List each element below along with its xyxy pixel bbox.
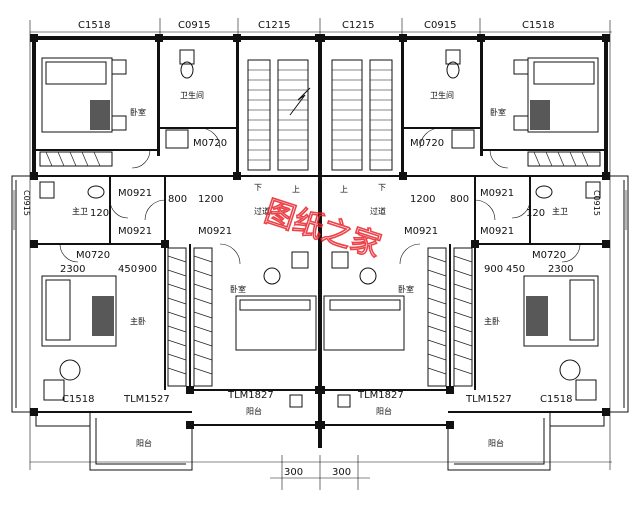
label-d1200-l: 1200 bbox=[198, 194, 223, 205]
label-balcony-cr: 阳台 bbox=[376, 406, 392, 416]
label-d2300-l: 2300 bbox=[60, 264, 85, 275]
label-d900-l: 900 bbox=[138, 264, 157, 275]
bed-master-left bbox=[41, 275, 117, 401]
label-d450-r: 450 bbox=[506, 264, 525, 275]
label-m0921-l3: M0921 bbox=[198, 226, 232, 237]
bed-top-right bbox=[513, 57, 599, 133]
bed-top-left bbox=[41, 57, 127, 133]
label-tlm1827-r: TLM1827 bbox=[357, 390, 404, 401]
label-d120-l: 120 bbox=[90, 208, 109, 219]
label-m0720-l2: M0720 bbox=[76, 250, 110, 261]
label-c1215-l: C1215 bbox=[258, 20, 290, 31]
label-c1518-tl: C1518 bbox=[78, 20, 110, 31]
label-tlm1527-r: TLM1527 bbox=[465, 394, 512, 405]
label-master-bath-r: 主卫 bbox=[552, 206, 568, 216]
label-m0720-tl: M0720 bbox=[193, 138, 227, 149]
label-corridor-l: 过道 bbox=[254, 206, 270, 216]
bed-master-right bbox=[523, 275, 599, 401]
label-c0915-tr: C0915 bbox=[424, 20, 456, 31]
label-bedroom-cl: 卧室 bbox=[230, 284, 246, 294]
label-bedroom-cr: 卧室 bbox=[398, 284, 414, 294]
label-down-r: 下 bbox=[378, 183, 386, 192]
label-m0720-r2: M0720 bbox=[532, 250, 566, 261]
label-master-bath-l: 主卫 bbox=[72, 206, 88, 216]
label-up-l: 上 bbox=[292, 185, 300, 194]
label-tlm1527-l: TLM1527 bbox=[123, 394, 170, 405]
label-balcony-br: 阳台 bbox=[488, 438, 504, 448]
label-bath-tr: 卫生间 bbox=[430, 90, 454, 100]
label-down-l: 下 bbox=[254, 183, 262, 192]
label-m0921-r1: M0921 bbox=[480, 188, 514, 199]
wardrobe-top bbox=[39, 151, 601, 167]
label-m0720-tr: M0720 bbox=[410, 138, 444, 149]
label-d300-r: 300 bbox=[332, 467, 351, 478]
label-m0921-l2: M0921 bbox=[118, 226, 152, 237]
label-d800-l: 800 bbox=[168, 194, 187, 205]
label-c1518-br: C1518 bbox=[540, 394, 572, 405]
staircase-right bbox=[331, 59, 393, 171]
label-d1200-r: 1200 bbox=[410, 194, 435, 205]
label-master-bed-r: 主卧 bbox=[484, 316, 500, 326]
wardrobe-right bbox=[427, 247, 473, 387]
label-tlm1827-l: TLM1827 bbox=[227, 390, 274, 401]
wardrobe-left bbox=[167, 247, 213, 387]
label-d2300-r: 2300 bbox=[548, 264, 573, 275]
walls bbox=[11, 34, 629, 471]
label-m0921-l1: M0921 bbox=[118, 188, 152, 199]
label-corridor-r: 过道 bbox=[370, 206, 386, 216]
label-bedroom-tr: 卧室 bbox=[490, 107, 506, 117]
label-bedroom-tl: 卧室 bbox=[130, 107, 146, 117]
label-d900-r: 900 bbox=[484, 264, 503, 275]
label-c1518-bl: C1518 bbox=[62, 394, 94, 405]
label-up-r: 上 bbox=[340, 185, 348, 194]
label-c0915-left-side: C0915 bbox=[22, 190, 31, 216]
label-master-bed-l: 主卧 bbox=[130, 316, 146, 326]
label-c1518-tr: C1518 bbox=[522, 20, 554, 31]
label-c0915-right-side: C0915 bbox=[592, 190, 601, 216]
watermark-text: 图纸之家 bbox=[260, 194, 385, 264]
label-d120-r: 120 bbox=[526, 208, 545, 219]
label-m0921-r2: M0921 bbox=[480, 226, 514, 237]
label-c1215-r: C1215 bbox=[342, 20, 374, 31]
label-c0915-tl: C0915 bbox=[178, 20, 210, 31]
bed-centre bbox=[235, 251, 405, 408]
label-m0921-r3: M0921 bbox=[404, 226, 438, 237]
label-balcony-bl: 阳台 bbox=[136, 438, 152, 448]
label-bath-tl: 卫生间 bbox=[180, 90, 204, 100]
windows bbox=[13, 37, 627, 230]
label-d300-l: 300 bbox=[284, 467, 303, 478]
label-d450-l: 450 bbox=[118, 264, 137, 275]
label-balcony-cl: 阳台 bbox=[246, 406, 262, 416]
doors bbox=[59, 127, 581, 265]
label-d800-r: 800 bbox=[450, 194, 469, 205]
toilet-fixtures bbox=[39, 49, 601, 199]
labels: C1518 C0915 C1215 C1215 C0915 C1518 卧室 卫… bbox=[22, 20, 601, 478]
staircase-left bbox=[247, 59, 311, 171]
